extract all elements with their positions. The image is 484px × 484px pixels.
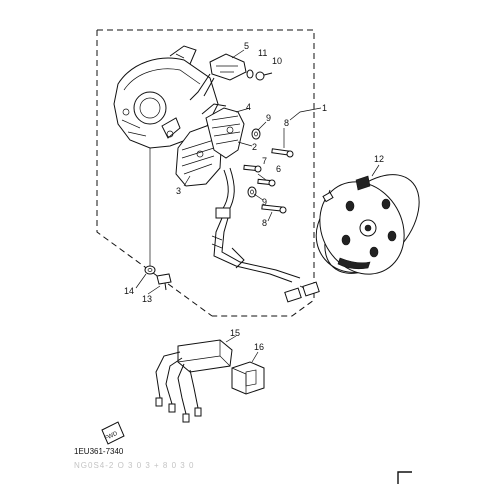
callout-13: 13 (142, 294, 152, 304)
callout-4: 4 (246, 102, 251, 112)
callout-8-upper: 8 (284, 118, 289, 128)
cdi-bracket (231, 361, 265, 395)
stator-wire-harness (211, 167, 320, 303)
callout-12: 12 (374, 154, 384, 164)
flywheel-rotor (315, 174, 420, 275)
screw-7 (243, 164, 262, 173)
corner-bracket (397, 471, 412, 484)
screw-8-upper (271, 148, 294, 158)
callout-16: 16 (254, 342, 264, 352)
callout-3: 3 (176, 186, 181, 196)
diagram-code: 1EU361-7340 (74, 447, 124, 456)
screw-8-lower (261, 204, 287, 214)
assembly-boundary (96, 29, 315, 317)
bolt-13 (156, 273, 172, 291)
forward-arrow-label: FWD (104, 431, 120, 443)
callout-8-lower: 8 (262, 218, 267, 228)
forward-arrow: FWD (101, 421, 125, 445)
screw-6 (257, 178, 276, 187)
callout-5: 5 (244, 41, 249, 51)
callout-15: 15 (230, 328, 240, 338)
stator-coil-assembly (175, 103, 245, 187)
callout-11: 11 (258, 48, 267, 58)
washer-9-upper (251, 128, 261, 140)
washer-11 (246, 69, 254, 79)
faint-caption: NG0S4-2 O 3 0 3 + 8 0 3 0 (74, 461, 194, 470)
screw-10 (255, 71, 273, 81)
cdi-unit (155, 339, 233, 423)
callout-labels: 1 2 3 4 5 6 7 8 8 9 9 10 11 12 13 14 15 … (124, 41, 384, 352)
pickup-coil-bracket (189, 53, 247, 101)
fasteners (144, 69, 294, 291)
callout-6: 6 (276, 164, 281, 174)
callout-9-upper: 9 (266, 113, 271, 123)
stator-base-plate (113, 45, 219, 149)
callout-2: 2 (252, 142, 257, 152)
washer-9-lower (247, 186, 257, 198)
callout-14: 14 (124, 286, 134, 296)
leader-lines (135, 49, 380, 363)
callout-9-lower: 9 (262, 197, 267, 207)
callout-10: 10 (272, 56, 282, 66)
callout-1: 1 (322, 103, 327, 113)
callout-7: 7 (262, 156, 267, 166)
washer-14 (144, 265, 156, 275)
